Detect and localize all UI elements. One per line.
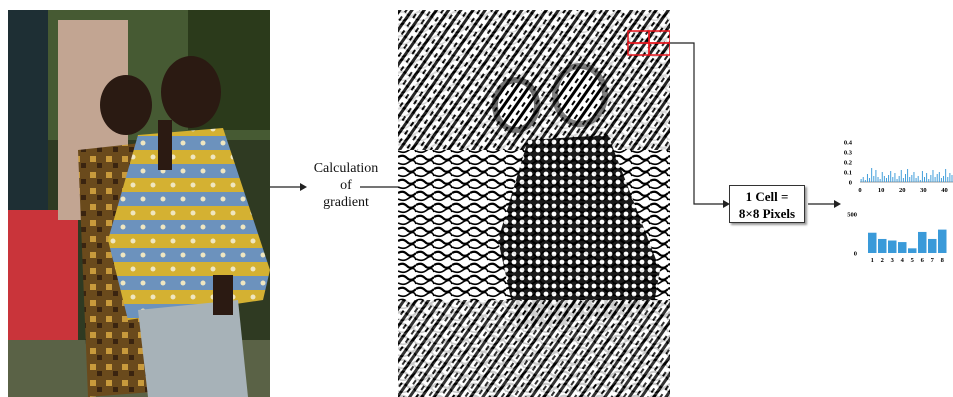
histogram-bar [892, 177, 893, 182]
histogram-bar [878, 239, 887, 253]
x-tick-label: 1 [871, 257, 874, 264]
cell-box-line-1: 1 Cell = [730, 188, 804, 205]
x-tick-label: 4 [901, 257, 905, 264]
x-tick-label: 8 [941, 257, 945, 264]
arrow-box-to-histograms [806, 195, 842, 213]
y-tick-label: 0.4 [844, 140, 853, 147]
histogram-bar [920, 180, 921, 182]
histogram-bar [918, 176, 919, 182]
histogram-bar [932, 170, 933, 182]
histogram-bar [894, 173, 895, 182]
y-tick-label: 0.3 [844, 150, 853, 157]
histogram-bar [908, 248, 917, 253]
histogram-bar [905, 174, 906, 182]
y-tick-label: 0 [854, 251, 857, 258]
histogram-bar [949, 173, 950, 182]
histogram-bar [878, 177, 879, 182]
histogram-bar [947, 177, 948, 182]
x-tick-label: 10 [878, 187, 885, 194]
histogram-bar [952, 175, 953, 182]
histogram-bar [863, 177, 864, 182]
histogram-bar [901, 170, 902, 182]
histogram-bar [937, 174, 938, 182]
histogram-bar [911, 175, 912, 182]
x-tick-label: 0 [858, 187, 861, 194]
histogram-bar [869, 178, 870, 182]
x-tick-label: 40 [941, 187, 948, 194]
x-tick-label: 3 [891, 257, 895, 264]
gradient-image [398, 10, 670, 397]
x-tick-label: 2 [881, 257, 884, 264]
cell-size-box: 1 Cell = 8×8 Pixels [729, 185, 805, 223]
histogram-bar [875, 170, 876, 182]
y-tick-label: 0.1 [844, 170, 852, 177]
histogram-bar [890, 171, 891, 182]
histogram-bar [941, 178, 942, 182]
histogram-bar [884, 176, 885, 182]
x-tick-label: 30 [920, 187, 927, 194]
y-tick-label: 0 [849, 180, 852, 187]
original-photo [8, 10, 270, 397]
histogram-bar [865, 180, 866, 182]
histogram-bar [922, 171, 923, 182]
histogram-bar [899, 176, 900, 182]
connector-cells-to-box [668, 36, 732, 212]
histogram-bar [930, 175, 931, 182]
fine-histogram-chart: 0.4 0.3 0.2 0.1 00 10 20 30 40 [844, 140, 953, 195]
histogram-bar [873, 176, 874, 182]
histogram-bar [924, 177, 925, 182]
histogram-bar [943, 176, 944, 182]
x-tick-label: 6 [921, 257, 925, 264]
histogram-bar [898, 242, 907, 253]
cell-box-line-2: 8×8 Pixels [730, 205, 804, 222]
histogram-bar [928, 239, 937, 253]
histogram-bar [882, 172, 883, 182]
y-tick-label: 0.2 [844, 160, 852, 167]
y-tick-label: 500 [847, 212, 857, 219]
x-tick-label: 7 [931, 257, 935, 264]
histogram-bar [913, 172, 914, 182]
left-child-head [100, 75, 152, 135]
histogram-bar [909, 177, 910, 182]
histogram-bar [861, 179, 862, 182]
histogram-bar [880, 179, 881, 182]
histogram-bar [888, 241, 897, 253]
histogram-bar [867, 174, 868, 182]
histogram-bar [938, 230, 947, 253]
histogram-bar [897, 179, 898, 182]
histogram-bar [939, 172, 940, 182]
x-tick-label: 20 [899, 187, 906, 194]
calc-line-3: gradient [298, 194, 394, 211]
histogram-bar [928, 179, 929, 182]
histogram-bar [918, 232, 927, 253]
histogram-bar [868, 233, 877, 253]
histogram-bar [886, 178, 887, 182]
histogram-bar [888, 175, 889, 182]
x-tick-label: 5 [911, 257, 915, 264]
right-child-head [161, 56, 221, 128]
histogram-bar [916, 178, 917, 182]
calc-line-1: Calculation [298, 160, 394, 177]
histogram-bar [945, 169, 946, 182]
histogram-bar [903, 178, 904, 182]
histogram-bar [907, 169, 908, 182]
histogram-bar [871, 168, 872, 182]
histogram-bar [935, 177, 936, 182]
histogram-bar [926, 173, 927, 182]
